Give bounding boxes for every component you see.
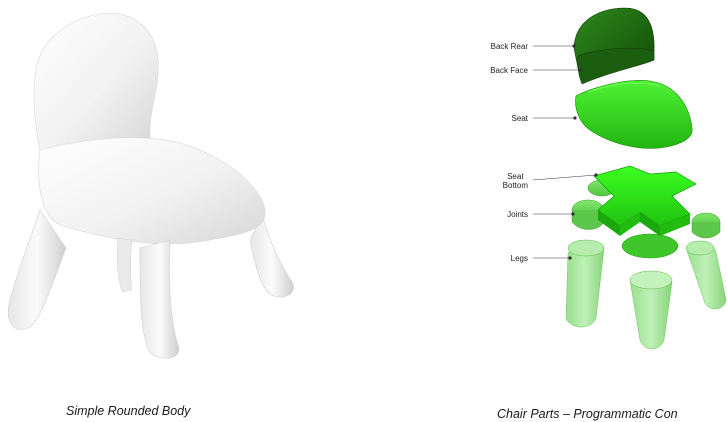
label-back-face: Back Face xyxy=(490,66,528,75)
label-legs: Legs xyxy=(511,254,528,263)
left-caption: Simple Rounded Body xyxy=(66,404,190,418)
label-seat: Seat xyxy=(512,114,528,123)
right-caption: Chair Parts – Programmatic Con xyxy=(497,407,678,421)
seat-bottom-cross xyxy=(594,166,696,236)
label-seat-bottom: Seat Bottom xyxy=(503,172,528,190)
label-seat-bottom-line2: Bottom xyxy=(503,181,528,190)
label-seat-bottom-line1: Seat xyxy=(503,172,528,181)
label-joints: Joints xyxy=(507,210,528,219)
label-back-rear: Back Rear xyxy=(491,42,528,51)
rounded-chair-body xyxy=(8,13,293,358)
back-face-part xyxy=(578,48,654,84)
